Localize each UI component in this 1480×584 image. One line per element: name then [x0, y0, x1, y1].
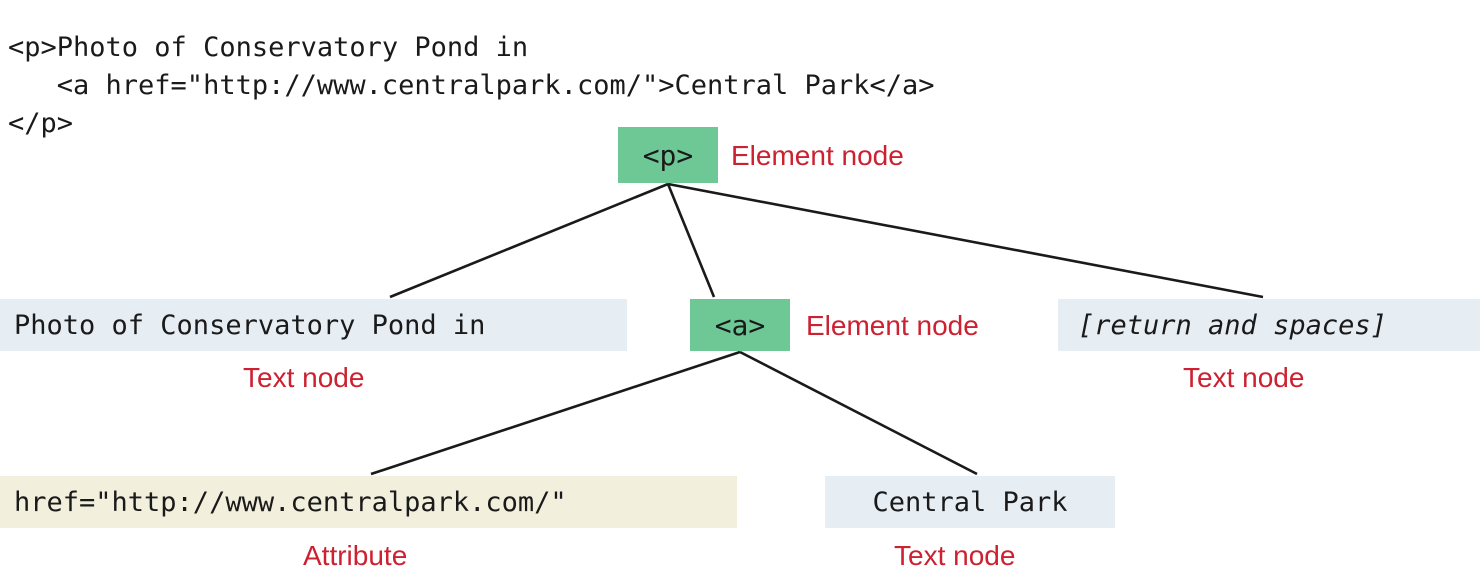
- annotation-p-element-node: Element node: [731, 140, 904, 171]
- edge-a-to-attribute: [370, 350, 741, 476]
- node-text-return-and-spaces[interactable]: [return and spaces]: [1058, 299, 1480, 351]
- node-attribute-href[interactable]: href="http://www.centralpark.com/": [0, 476, 737, 528]
- node-p-element[interactable]: <p>: [618, 127, 718, 183]
- source-code-block: <p>Photo of Conservatory Pond in <a href…: [8, 32, 935, 139]
- edge-a-to-text: [739, 350, 978, 476]
- annotation-a-element-node: Element node: [806, 310, 979, 341]
- node-text-photo-of-conservatory-pond[interactable]: Photo of Conservatory Pond in: [0, 299, 627, 351]
- annotation-text-node-3: Text node: [894, 540, 1016, 571]
- annotation-text-node-2: Text node: [1183, 362, 1305, 393]
- edge-p-to-text1: [389, 182, 669, 299]
- annotation-attribute: Attribute: [303, 540, 408, 571]
- annotation-text-node-1: Text node: [243, 362, 365, 393]
- edge-p-to-a: [666, 183, 716, 298]
- node-text-central-park[interactable]: Central Park: [825, 476, 1115, 528]
- node-a-element[interactable]: <a>: [690, 299, 790, 351]
- edge-p-to-text2: [667, 182, 1264, 299]
